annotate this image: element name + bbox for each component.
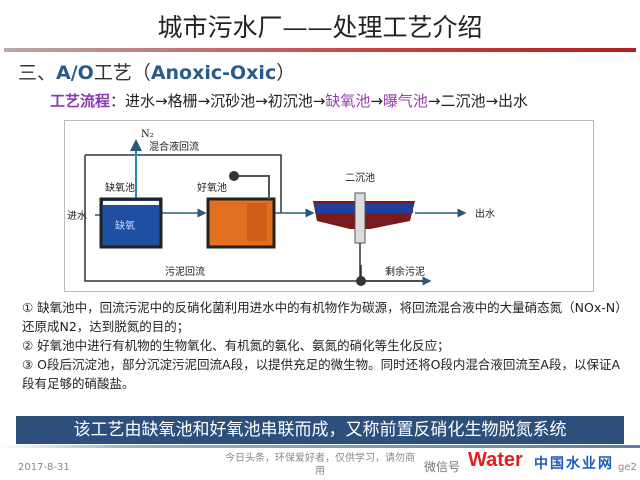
flow-anoxic: 缺氧池 (325, 92, 371, 110)
section-en2: Anoxic-Oxic (150, 62, 277, 84)
sludge-pump-icon (356, 276, 366, 286)
flow-part1: 进水→格栅→沉砂池→初沉池→ (125, 92, 326, 110)
notes: ① 缺氧池中，回流污泥中的反硝化菌利用进水中的有机物作为碳源，将回流混合液中的大… (22, 298, 622, 393)
outflow-label: 出水 (475, 207, 495, 220)
flow-colon: ： (110, 92, 126, 110)
note-2: ② 好氧池中进行有机物的生物氧化、有机氮的氨化、氨氮的硝化等生化反应； (22, 338, 450, 353)
excess-sludge-label: 剩余污泥 (385, 265, 425, 278)
logo-cn: 中国水业网 (534, 456, 614, 472)
anoxic-tank (99, 197, 163, 249)
inflow-label: 进水 (67, 210, 87, 222)
air-pipe (234, 175, 270, 199)
flow-label: 工艺流程 (50, 92, 111, 110)
section-suffix: ） (276, 62, 296, 84)
page-number: ge2 (618, 462, 637, 473)
footer-date: 2017-8-31 (18, 462, 70, 473)
section-en1: A/O (56, 62, 94, 84)
sludge-return-label: 污泥回流 (165, 265, 205, 278)
aerobic-tank-label: 好氧池 (197, 181, 227, 194)
flow-arrow: → (370, 92, 383, 110)
footer-note: 今日头条，环保爱好者，仅供学习，请勿商用 (225, 453, 415, 477)
slide-title: 城市污水厂——处理工艺介绍 (157, 13, 483, 42)
mixed-return-label: 混合液回流 (149, 140, 199, 153)
footer-band (0, 445, 640, 448)
secondary-label: 二沉池 (345, 171, 375, 184)
n2-label: N₂ (141, 129, 154, 140)
section-heading: 三、A/O工艺（Anoxic-Oxic） (18, 58, 295, 85)
note-3: ③ O段后沉淀池，部分沉淀污泥回流A段，以提供充足的微生物。同时还将O段内混合液… (22, 357, 621, 391)
process-flow: 工艺流程：进水→格栅→沉砂池→初沉池→缺氧池→曝气池→二沉池→出水 (50, 90, 528, 111)
blower-icon (229, 171, 239, 181)
process-diagram: N₂ 混合液回流 缺氧池 缺氧 好氧池 二沉池 进水 出水 污泥回流 剩余污泥 (64, 120, 594, 292)
section-prefix: 三、 (18, 62, 57, 84)
logo-en: Water (468, 449, 523, 471)
anoxic-inner-label: 缺氧 (115, 219, 135, 232)
flow-part2: →二沉池→出水 (427, 92, 529, 110)
note-1: ① 缺氧池中，回流污泥中的反硝化菌利用进水中的有机物作为碳源，将回流混合液中的大… (22, 300, 622, 334)
section-mid: 工艺（ (93, 62, 151, 84)
title-divider (4, 48, 636, 52)
anoxic-tank-label: 缺氧池 (105, 181, 135, 194)
wechat-watermark: 微信号 (424, 460, 461, 474)
flow-aeration: 曝气池 (382, 92, 428, 110)
summary-banner: 该工艺由缺氧池和好氧池串联而成，又称前置反硝化生物脱氮系统 (16, 416, 624, 444)
